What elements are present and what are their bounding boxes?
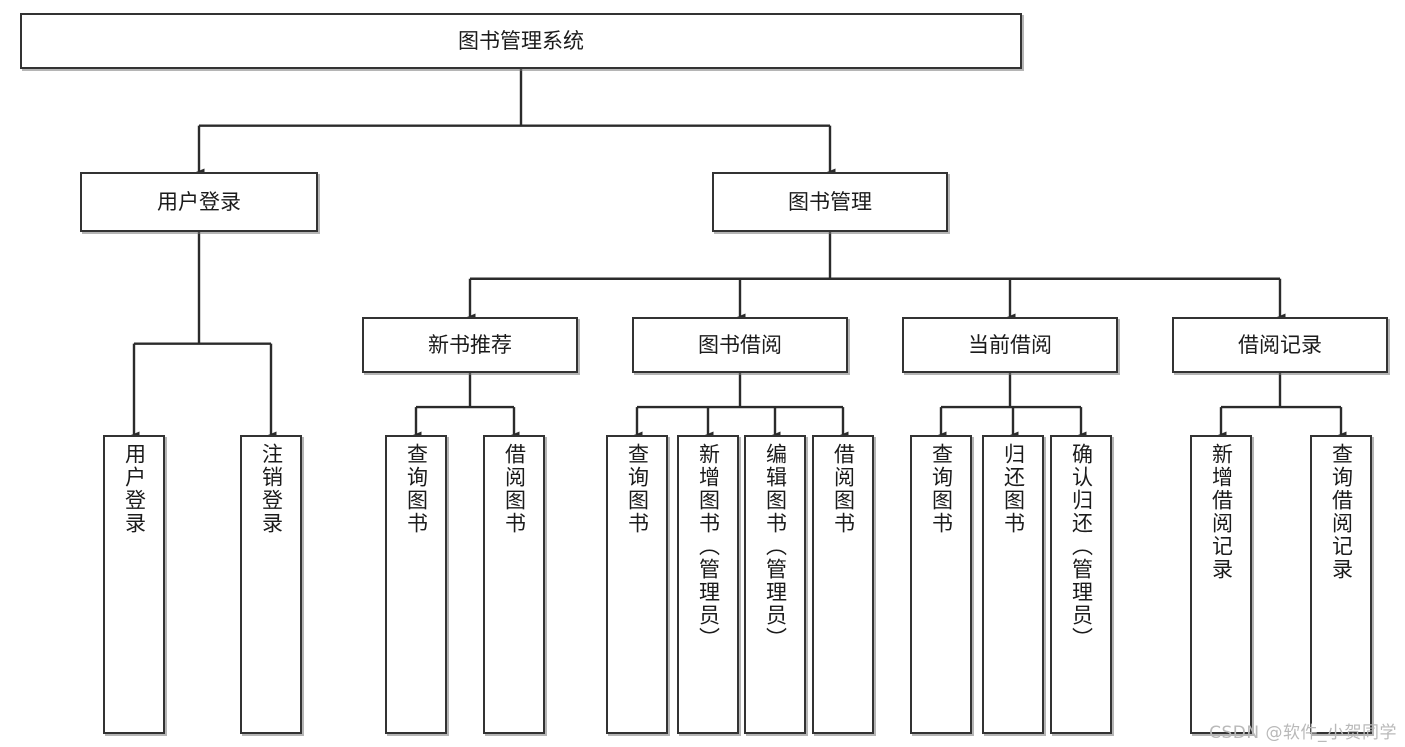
leaf-current-query-book-label: 查询图书 — [929, 443, 954, 535]
leaf-current-confirm-return[interactable]: 确认归还（管理员） — [1050, 435, 1112, 734]
node-user-login[interactable]: 用户登录 — [80, 172, 318, 232]
node-book-management-label: 图书管理 — [788, 189, 872, 214]
watermark: CSDN @软件_小贺同学 — [1209, 723, 1397, 743]
node-current-borrowing[interactable]: 当前借阅 — [902, 317, 1118, 373]
leaf-borrow-query-book-label: 查询图书 — [625, 443, 650, 535]
leaf-borrow-add-book-label: 新增图书（管理员） — [696, 443, 721, 650]
node-current-borrowing-label: 当前借阅 — [968, 332, 1052, 357]
leaf-borrow-borrow-book[interactable]: 借阅图书 — [812, 435, 874, 734]
leaf-borrow-borrow-book-label: 借阅图书 — [831, 443, 856, 535]
node-new-book-recommendation-label: 新书推荐 — [428, 332, 512, 357]
leaf-user-logout[interactable]: 注销登录 — [240, 435, 302, 734]
node-root-label: 图书管理系统 — [458, 28, 584, 53]
leaf-borrow-add-book[interactable]: 新增图书（管理员） — [677, 435, 739, 734]
leaf-records-query-record-label: 查询借阅记录 — [1329, 443, 1354, 581]
leaf-newbook-query-book[interactable]: 查询图书 — [385, 435, 447, 734]
leaf-current-confirm-return-label: 确认归还（管理员） — [1069, 443, 1094, 650]
node-borrowing-records-label: 借阅记录 — [1238, 332, 1322, 357]
leaf-records-add-record[interactable]: 新增借阅记录 — [1190, 435, 1252, 734]
leaf-current-return-book[interactable]: 归还图书 — [982, 435, 1044, 734]
leaf-user-login-label: 用户登录 — [122, 443, 147, 535]
leaf-records-add-record-label: 新增借阅记录 — [1209, 443, 1234, 581]
node-book-borrowing-label: 图书借阅 — [698, 332, 782, 357]
node-book-management[interactable]: 图书管理 — [712, 172, 948, 232]
leaf-records-query-record[interactable]: 查询借阅记录 — [1310, 435, 1372, 734]
leaf-borrow-edit-book[interactable]: 编辑图书（管理员） — [744, 435, 806, 734]
leaf-newbook-query-book-label: 查询图书 — [404, 443, 429, 535]
node-user-login-label: 用户登录 — [157, 189, 241, 214]
leaf-user-logout-label: 注销登录 — [259, 443, 284, 535]
node-root[interactable]: 图书管理系统 — [20, 13, 1022, 69]
leaf-user-login[interactable]: 用户登录 — [103, 435, 165, 734]
node-book-borrowing[interactable]: 图书借阅 — [632, 317, 848, 373]
leaf-newbook-borrow-book[interactable]: 借阅图书 — [483, 435, 545, 734]
leaf-newbook-borrow-book-label: 借阅图书 — [502, 443, 527, 535]
node-borrowing-records[interactable]: 借阅记录 — [1172, 317, 1388, 373]
leaf-borrow-query-book[interactable]: 查询图书 — [606, 435, 668, 734]
leaf-borrow-edit-book-label: 编辑图书（管理员） — [763, 443, 788, 650]
leaf-current-return-book-label: 归还图书 — [1001, 443, 1026, 535]
node-new-book-recommendation[interactable]: 新书推荐 — [362, 317, 578, 373]
leaf-current-query-book[interactable]: 查询图书 — [910, 435, 972, 734]
